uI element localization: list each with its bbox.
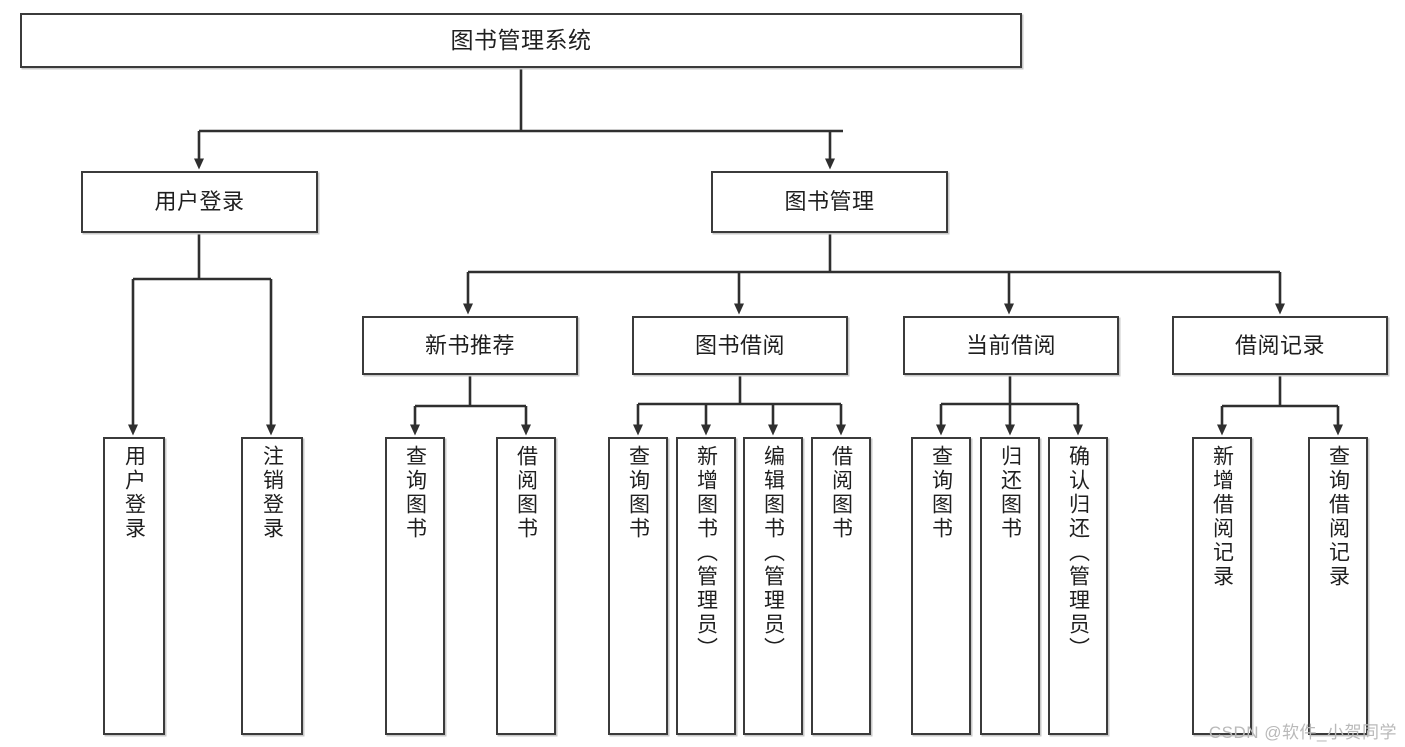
node-leaf-user-logout-label: 注销登录 xyxy=(260,445,284,541)
node-leaf-borrow-book-1[interactable]: 借阅图书 xyxy=(496,437,556,735)
node-leaf-query-book-2[interactable]: 查询图书 xyxy=(608,437,668,735)
node-book-borrow-label: 图书借阅 xyxy=(694,332,785,358)
node-user-login-label: 用户登录 xyxy=(154,189,245,215)
node-new-book-recommend-label: 新书推荐 xyxy=(424,332,515,358)
node-leaf-query-book-1-label: 查询图书 xyxy=(403,445,427,541)
node-leaf-query-book-1[interactable]: 查询图书 xyxy=(385,437,445,735)
node-book-manage[interactable]: 图书管理 xyxy=(711,171,948,233)
node-book-manage-label: 图书管理 xyxy=(784,189,875,215)
node-leaf-query-book-3[interactable]: 查询图书 xyxy=(911,437,971,735)
node-leaf-user-logout[interactable]: 注销登录 xyxy=(241,437,303,735)
node-borrow-record-label: 借阅记录 xyxy=(1234,332,1325,358)
node-leaf-user-login[interactable]: 用户登录 xyxy=(103,437,165,735)
csdn-watermark: CSDN @软件_小贺同学 xyxy=(1208,723,1397,742)
node-new-book-recommend[interactable]: 新书推荐 xyxy=(362,316,578,375)
node-root-label: 图书管理系统 xyxy=(450,26,592,53)
node-leaf-return-book[interactable]: 归还图书 xyxy=(980,437,1040,735)
node-current-borrow[interactable]: 当前借阅 xyxy=(903,316,1119,375)
node-leaf-borrow-book-1-label: 借阅图书 xyxy=(514,445,538,541)
node-leaf-edit-book[interactable]: 编辑图书（管理员） xyxy=(743,437,803,735)
node-leaf-confirm-return[interactable]: 确认归还（管理员） xyxy=(1048,437,1108,735)
node-book-borrow[interactable]: 图书借阅 xyxy=(632,316,848,375)
node-leaf-add-book-label: 新增图书（管理员） xyxy=(694,445,718,661)
node-leaf-user-login-label: 用户登录 xyxy=(122,445,146,541)
node-current-borrow-label: 当前借阅 xyxy=(965,332,1056,358)
node-leaf-query-book-2-label: 查询图书 xyxy=(626,445,650,541)
node-leaf-return-book-label: 归还图书 xyxy=(998,445,1022,541)
node-leaf-query-record-label: 查询借阅记录 xyxy=(1326,445,1350,589)
node-leaf-query-book-3-label: 查询图书 xyxy=(929,445,953,541)
node-leaf-borrow-book-2[interactable]: 借阅图书 xyxy=(811,437,871,735)
node-leaf-add-record-label: 新增借阅记录 xyxy=(1210,445,1234,589)
node-leaf-query-record[interactable]: 查询借阅记录 xyxy=(1308,437,1368,735)
node-leaf-add-record[interactable]: 新增借阅记录 xyxy=(1192,437,1252,735)
node-user-login[interactable]: 用户登录 xyxy=(81,171,318,233)
node-leaf-edit-book-label: 编辑图书（管理员） xyxy=(761,445,785,661)
node-leaf-add-book[interactable]: 新增图书（管理员） xyxy=(676,437,736,735)
node-root[interactable]: 图书管理系统 xyxy=(20,13,1022,68)
node-leaf-confirm-return-label: 确认归还（管理员） xyxy=(1066,445,1090,661)
node-borrow-record[interactable]: 借阅记录 xyxy=(1172,316,1388,375)
node-leaf-borrow-book-2-label: 借阅图书 xyxy=(829,445,853,541)
